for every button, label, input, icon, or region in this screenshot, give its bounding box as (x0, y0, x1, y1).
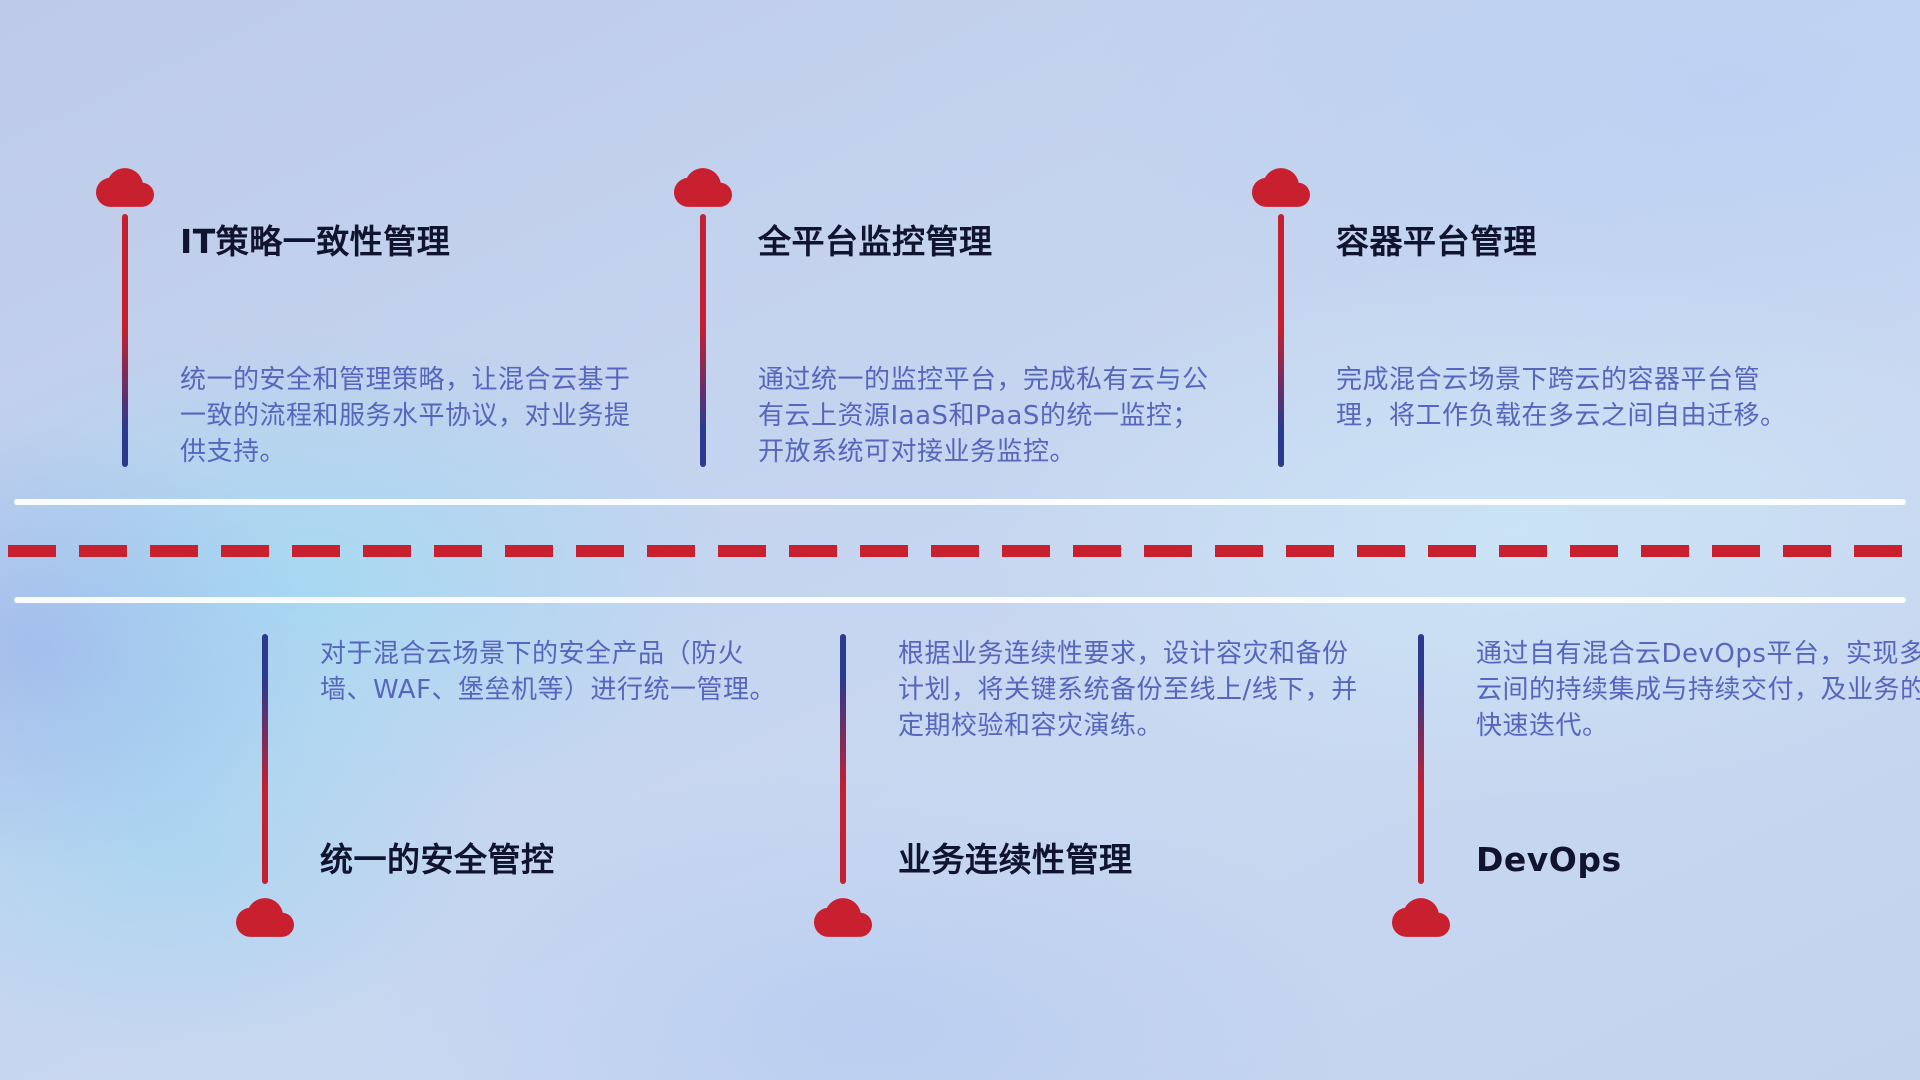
divider-line-bottom (14, 597, 1906, 603)
item-description: 统一的安全和管理策略，让混合云基于一致的流程和服务水平协议，对业务提供支持。 (180, 365, 631, 467)
item-description: 根据业务连续性要求，设计容灾和备份计划，将关键系统备份至线上/线下，并定期校验和… (898, 639, 1358, 741)
cloud-icon (236, 898, 294, 937)
item-title: 全平台监控管理 (758, 222, 993, 261)
item-title: 业务连续性管理 (898, 840, 1133, 879)
cloud-icon (1392, 898, 1450, 937)
item-title: 统一的安全管控 (320, 840, 555, 879)
timeline-stem (262, 634, 268, 884)
item-description: 完成混合云场景下跨云的容器平台管理，将工作负载在多云之间自由迁移。 (1336, 365, 1787, 431)
item-title: IT策略一致性管理 (180, 222, 451, 261)
item-description: 通过自有混合云DevOps平台，实现多云间的持续集成与持续交付，及业务的快速迭代… (1476, 639, 1920, 741)
capability-item-devops: 通过自有混合云DevOps平台，实现多云间的持续集成与持续交付，及业务的快速迭代… (1392, 630, 1920, 990)
capability-item-container-platform: 容器平台管理 完成混合云场景下跨云的容器平台管理，将工作负载在多云之间自由迁移。 (1252, 168, 1812, 528)
divider-line-top (14, 499, 1906, 505)
item-title: DevOps (1476, 840, 1622, 879)
capability-item-monitoring: 全平台监控管理 通过统一的监控平台，完成私有云与公有云上资源IaaS和PaaS的… (674, 168, 1234, 528)
capability-item-it-policy: IT策略一致性管理 统一的安全和管理策略，让混合云基于一致的流程和服务水平协议，… (96, 168, 656, 528)
cloud-icon (1252, 168, 1310, 207)
capability-item-security-control: 对于混合云场景下的安全产品（防火墙、WAF、堡垒机等）进行统一管理。 统一的安全… (236, 630, 796, 990)
cloud-icon (814, 898, 872, 937)
capability-item-business-continuity: 根据业务连续性要求，设计容灾和备份计划，将关键系统备份至线上/线下，并定期校验和… (814, 630, 1374, 990)
timeline-stem (700, 214, 706, 467)
item-description: 对于混合云场景下的安全产品（防火墙、WAF、堡垒机等）进行统一管理。 (320, 639, 777, 705)
timeline-stem (122, 214, 128, 467)
timeline-stem (1278, 214, 1284, 467)
item-description: 通过统一的监控平台，完成私有云与公有云上资源IaaS和PaaS的统一监控；开放系… (758, 365, 1209, 467)
cloud-icon (96, 168, 154, 207)
item-title: 容器平台管理 (1336, 222, 1537, 261)
divider-dashed-line (8, 545, 1912, 557)
cloud-icon (674, 168, 732, 207)
timeline-stem (840, 634, 846, 884)
timeline-stem (1418, 634, 1424, 884)
